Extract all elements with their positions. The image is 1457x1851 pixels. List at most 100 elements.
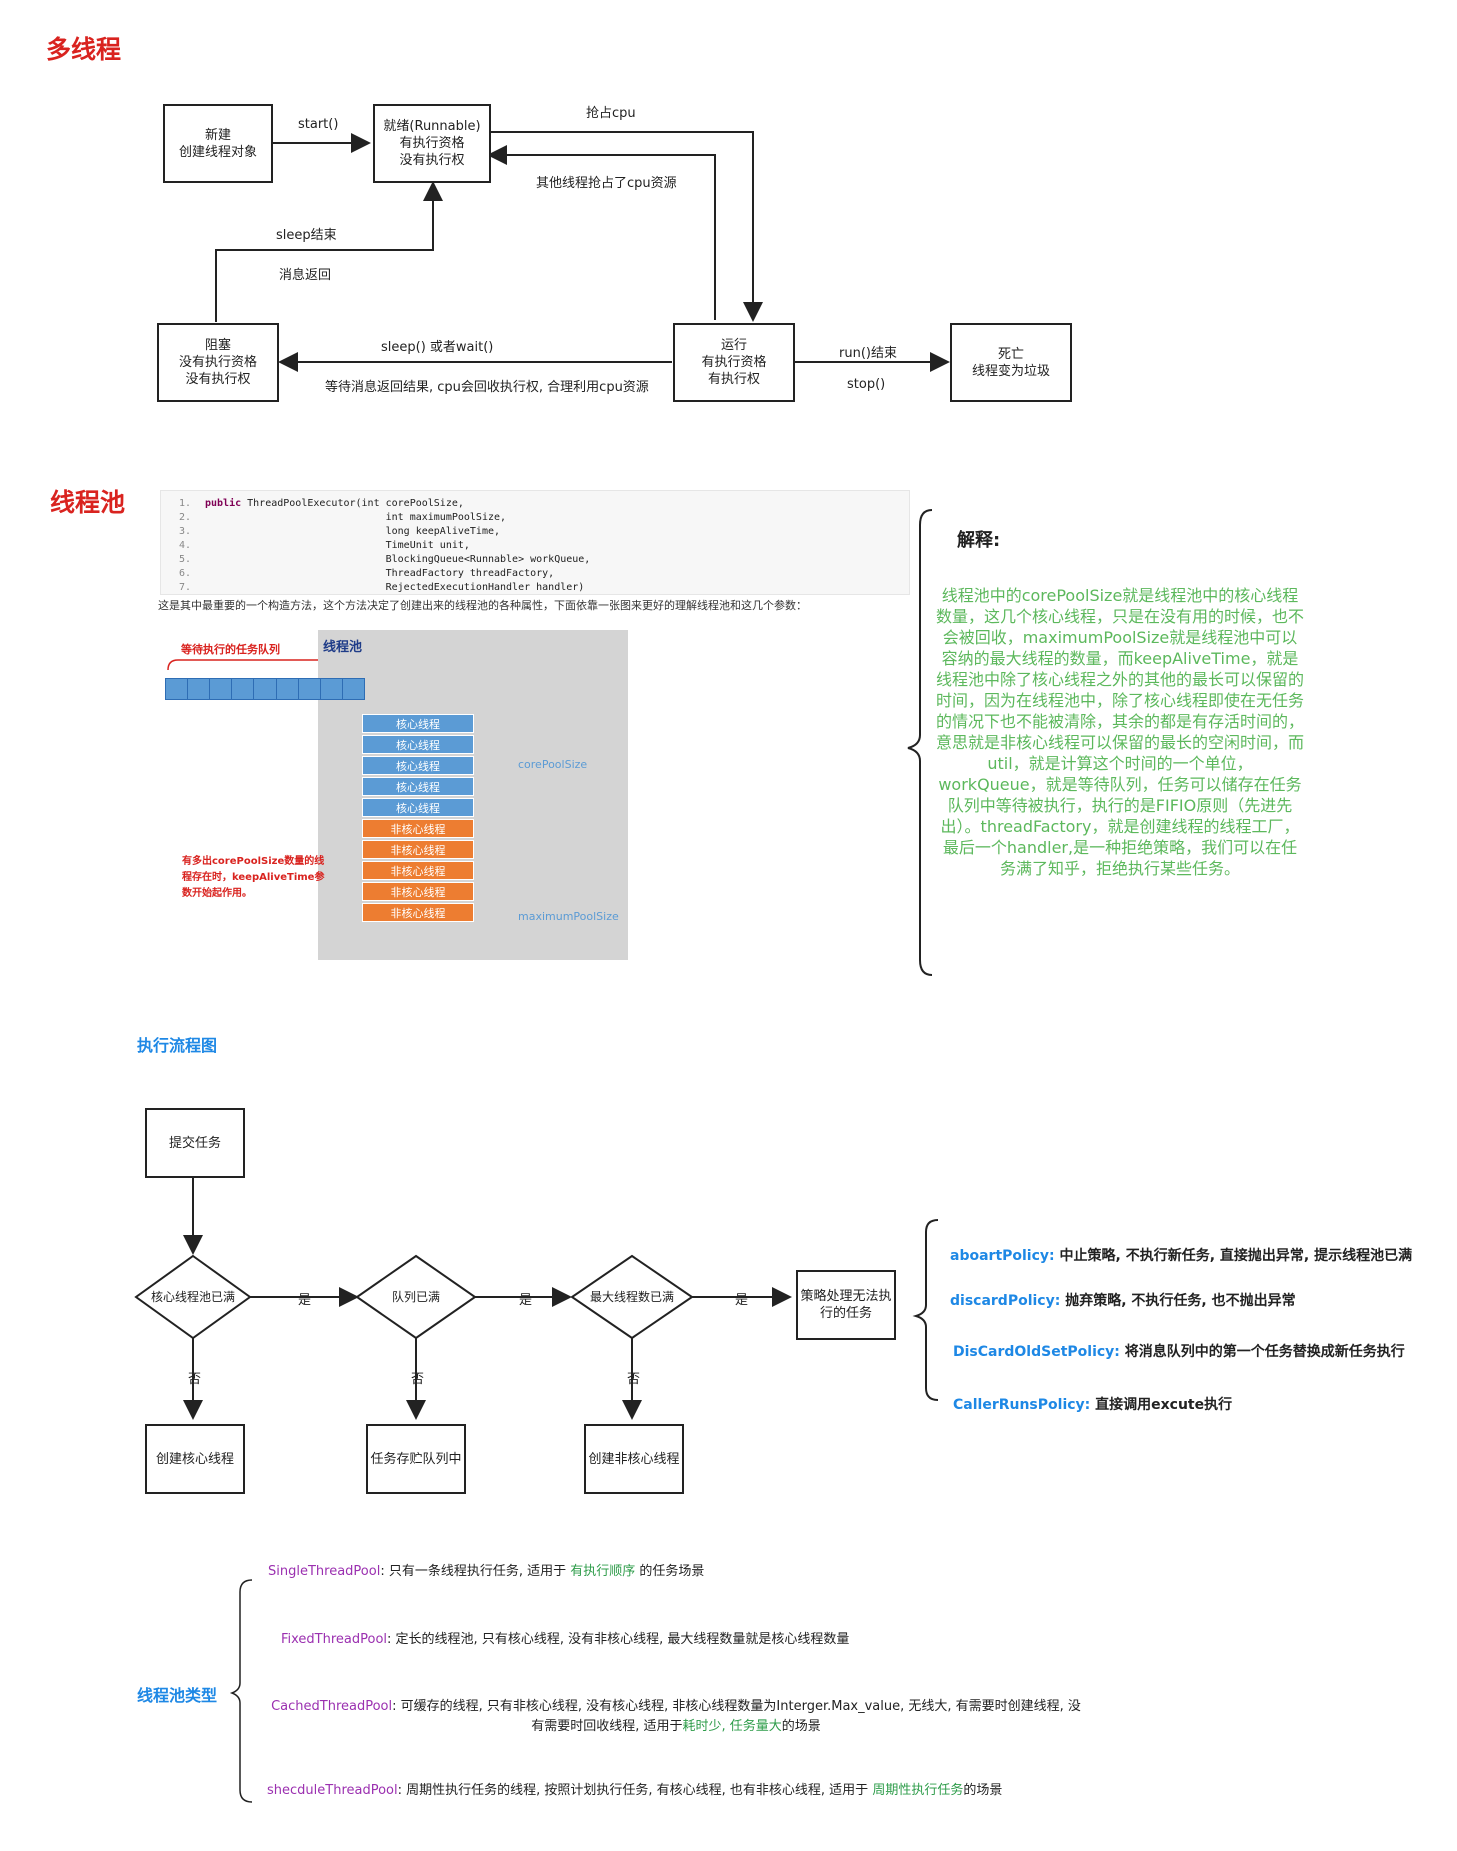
edge-sleep-end-label: sleep结束: [276, 228, 337, 243]
code-line-number: 6.: [178, 568, 191, 579]
code-text: TimeUnit unit,: [205, 540, 470, 551]
pool-type-schedule: shecduleThreadPool: 周期性执行任务的线程, 按照计划执行任务…: [267, 1781, 1002, 1801]
pool-type-tail: 的场景: [781, 1719, 821, 1734]
code-keyword: public: [205, 498, 242, 509]
policy-desc: 将消息队列中的第一个任务替换成新任务执行: [1119, 1344, 1405, 1360]
decision-core-full: 核心线程池已满: [150, 1290, 235, 1304]
keepalive-note: 有多出corePoolSize数量的线程存在时，keepAliveTime参数开…: [182, 856, 325, 899]
core-thread-cell: 核心线程: [362, 777, 474, 796]
code-text: ThreadFactory threadFactory,: [205, 568, 555, 579]
edge-run-end-label: run()结束: [839, 346, 897, 361]
edge-other-grab-label: 其他线程抢占了cpu资源: [536, 176, 677, 191]
code-snippet: 1. public ThreadPoolExecutor(int corePool…: [160, 490, 910, 595]
code-line-number: 3.: [178, 526, 191, 537]
yes-label: 是: [298, 1293, 312, 1308]
max-pool-size-label: maximumPoolSize: [518, 910, 619, 923]
pool-type-desc: : 定长的线程池, 只有核心线程, 没有非核心线程, 最大线程数量就是核心线程数…: [387, 1632, 850, 1647]
code-line: 2. int maximumPoolSize,: [161, 511, 506, 525]
code-text: int maximumPoolSize,: [205, 512, 507, 523]
core-thread-cell: 核心线程: [362, 756, 474, 775]
pool-type-tail: 的场景: [963, 1783, 1003, 1798]
section-title-flowchart: 执行流程图: [137, 1036, 218, 1055]
decision-max-full: 最大线程数已满: [589, 1290, 674, 1304]
no-label: 否: [188, 1372, 202, 1387]
edge-sleep-wait-label: sleep() 或者wait(): [381, 340, 494, 355]
policy-name: aboartPolicy:: [950, 1248, 1055, 1264]
noncore-thread-cell: 非核心线程: [362, 882, 474, 901]
core-pool-size-label: corePoolSize: [518, 758, 588, 771]
pool-type-name: SingleThreadPool: [268, 1564, 381, 1579]
state-dead-box: 死亡 线程变为垃圾: [950, 323, 1072, 402]
pool-type-name: CachedThreadPool: [271, 1699, 393, 1714]
yes-label: 是: [735, 1293, 749, 1308]
decision-queue-full: 队列已满: [391, 1290, 440, 1304]
explain-text: 线程池中的corePoolSize就是线程池中的核心线程数量，这几个核心线程，只…: [935, 586, 1304, 878]
policy-name: CallerRunsPolicy:: [953, 1397, 1091, 1413]
policy-abort: aboartPolicy: 中止策略, 不执行新任务, 直接抛出异常, 提示线程…: [950, 1245, 1412, 1265]
code-line-number: 5.: [178, 554, 191, 565]
policy-caller-runs: CallerRunsPolicy: 直接调用excute执行: [953, 1394, 1232, 1414]
explain-title: 解释:: [957, 530, 1001, 551]
pool-type-highlight: 周期性执行任务: [872, 1783, 964, 1798]
code-line: 4. TimeUnit unit,: [161, 539, 470, 553]
code-line: 7. RejectedExecutionHandler handler): [161, 581, 584, 595]
code-text: ThreadPoolExecutor(int corePoolSize,: [241, 498, 464, 509]
policy-discard-oldest: DisCardOldSetPolicy: 将消息队列中的第一个任务替换成新任务执…: [953, 1341, 1405, 1361]
policy-name: discardPolicy:: [950, 1293, 1061, 1309]
code-line: 5. BlockingQueue<Runnable> workQueue,: [161, 553, 590, 567]
state-new-box: 新建 创建线程对象: [163, 104, 273, 183]
pool-type-single: SingleThreadPool: 只有一条线程执行任务, 适用于 有执行顺序 …: [268, 1562, 704, 1582]
pool-type-highlight: 耗时少, 任务量大: [682, 1719, 782, 1734]
pool-type-desc: : 只有一条线程执行任务, 适用于: [380, 1564, 571, 1579]
noncore-thread-cell: 非核心线程: [362, 819, 474, 838]
pool-type-desc: : 周期性执行任务的线程, 按照计划执行任务, 有核心线程, 也有非核心线程, …: [397, 1783, 873, 1798]
pool-label: 线程池: [323, 640, 363, 655]
state-ready-box: 就绪(Runnable) 有执行资格 没有执行权: [373, 104, 491, 183]
policy-discard: discardPolicy: 抛弃策略, 不执行任务, 也不抛出异常: [950, 1290, 1296, 1310]
policy-desc: 抛弃策略, 不执行任务, 也不抛出异常: [1060, 1293, 1296, 1309]
core-thread-cell: 核心线程: [362, 798, 474, 817]
store-in-queue-box: 任务存贮队列中: [366, 1424, 466, 1494]
code-text: BlockingQueue<Runnable> workQueue,: [205, 554, 591, 565]
code-line-number: 7.: [178, 582, 191, 593]
task-queue: [165, 678, 365, 700]
policy-handle-box: 策略处理无法执行的任务: [796, 1270, 896, 1340]
no-label: 否: [627, 1372, 641, 1387]
core-thread-cell: 核心线程: [362, 714, 474, 733]
code-line: 6. ThreadFactory threadFactory,: [161, 567, 554, 581]
pool-type-name: shecduleThreadPool: [267, 1783, 398, 1798]
state-running-box: 运行 有执行资格 有执行权: [673, 323, 795, 402]
noncore-thread-cell: 非核心线程: [362, 903, 474, 922]
pool-type-tail: 的任务场景: [635, 1564, 705, 1579]
code-line: 3. long keepAliveTime,: [161, 525, 500, 539]
code-text: RejectedExecutionHandler handler): [205, 582, 585, 593]
policy-desc: 中止策略, 不执行新任务, 直接抛出异常, 提示线程池已满: [1054, 1248, 1413, 1264]
pool-type-highlight: 有执行顺序: [570, 1564, 636, 1579]
noncore-thread-cell: 非核心线程: [362, 861, 474, 880]
edge-wait-msg-label: 等待消息返回结果, cpu会回收执行权, 合理利用cpu资源: [325, 380, 649, 395]
section-title-multithread: 多线程: [46, 35, 122, 64]
code-line-number: 2.: [178, 512, 191, 523]
noncore-thread-cell: 非核心线程: [362, 840, 474, 859]
state-blocked-box: 阻塞 没有执行资格 没有执行权: [157, 323, 279, 402]
edge-msg-return-label: 消息返回: [279, 268, 332, 283]
queue-label: 等待执行的任务队列: [181, 643, 280, 656]
section-title-threadpool: 线程池: [50, 488, 126, 517]
section-title-pool-types: 线程池类型: [137, 1686, 218, 1705]
code-line: 1. public ThreadPoolExecutor(int corePool…: [161, 497, 464, 511]
edge-stop-label: stop(): [847, 377, 886, 392]
policy-desc: 直接调用excute执行: [1090, 1397, 1233, 1413]
yes-label: 是: [519, 1293, 533, 1308]
create-core-thread-box: 创建核心线程: [145, 1424, 245, 1494]
core-thread-cell: 核心线程: [362, 735, 474, 754]
pool-type-name: FixedThreadPool: [281, 1632, 388, 1647]
no-label: 否: [411, 1372, 425, 1387]
code-text: long keepAliveTime,: [205, 526, 501, 537]
pool-type-fixed: FixedThreadPool: 定长的线程池, 只有核心线程, 没有非核心线程…: [281, 1630, 849, 1650]
code-line-number: 4.: [178, 540, 191, 551]
code-line-number: 1.: [178, 498, 191, 509]
code-caption: 这是其中最重要的一个构造方法，这个方法决定了创建出来的线程池的各种属性，下面依靠…: [158, 599, 807, 612]
pool-type-cached: CachedThreadPool: 可缓存的线程, 只有非核心线程, 没有核心线…: [267, 1697, 1085, 1737]
create-noncore-thread-box: 创建非核心线程: [584, 1424, 684, 1494]
